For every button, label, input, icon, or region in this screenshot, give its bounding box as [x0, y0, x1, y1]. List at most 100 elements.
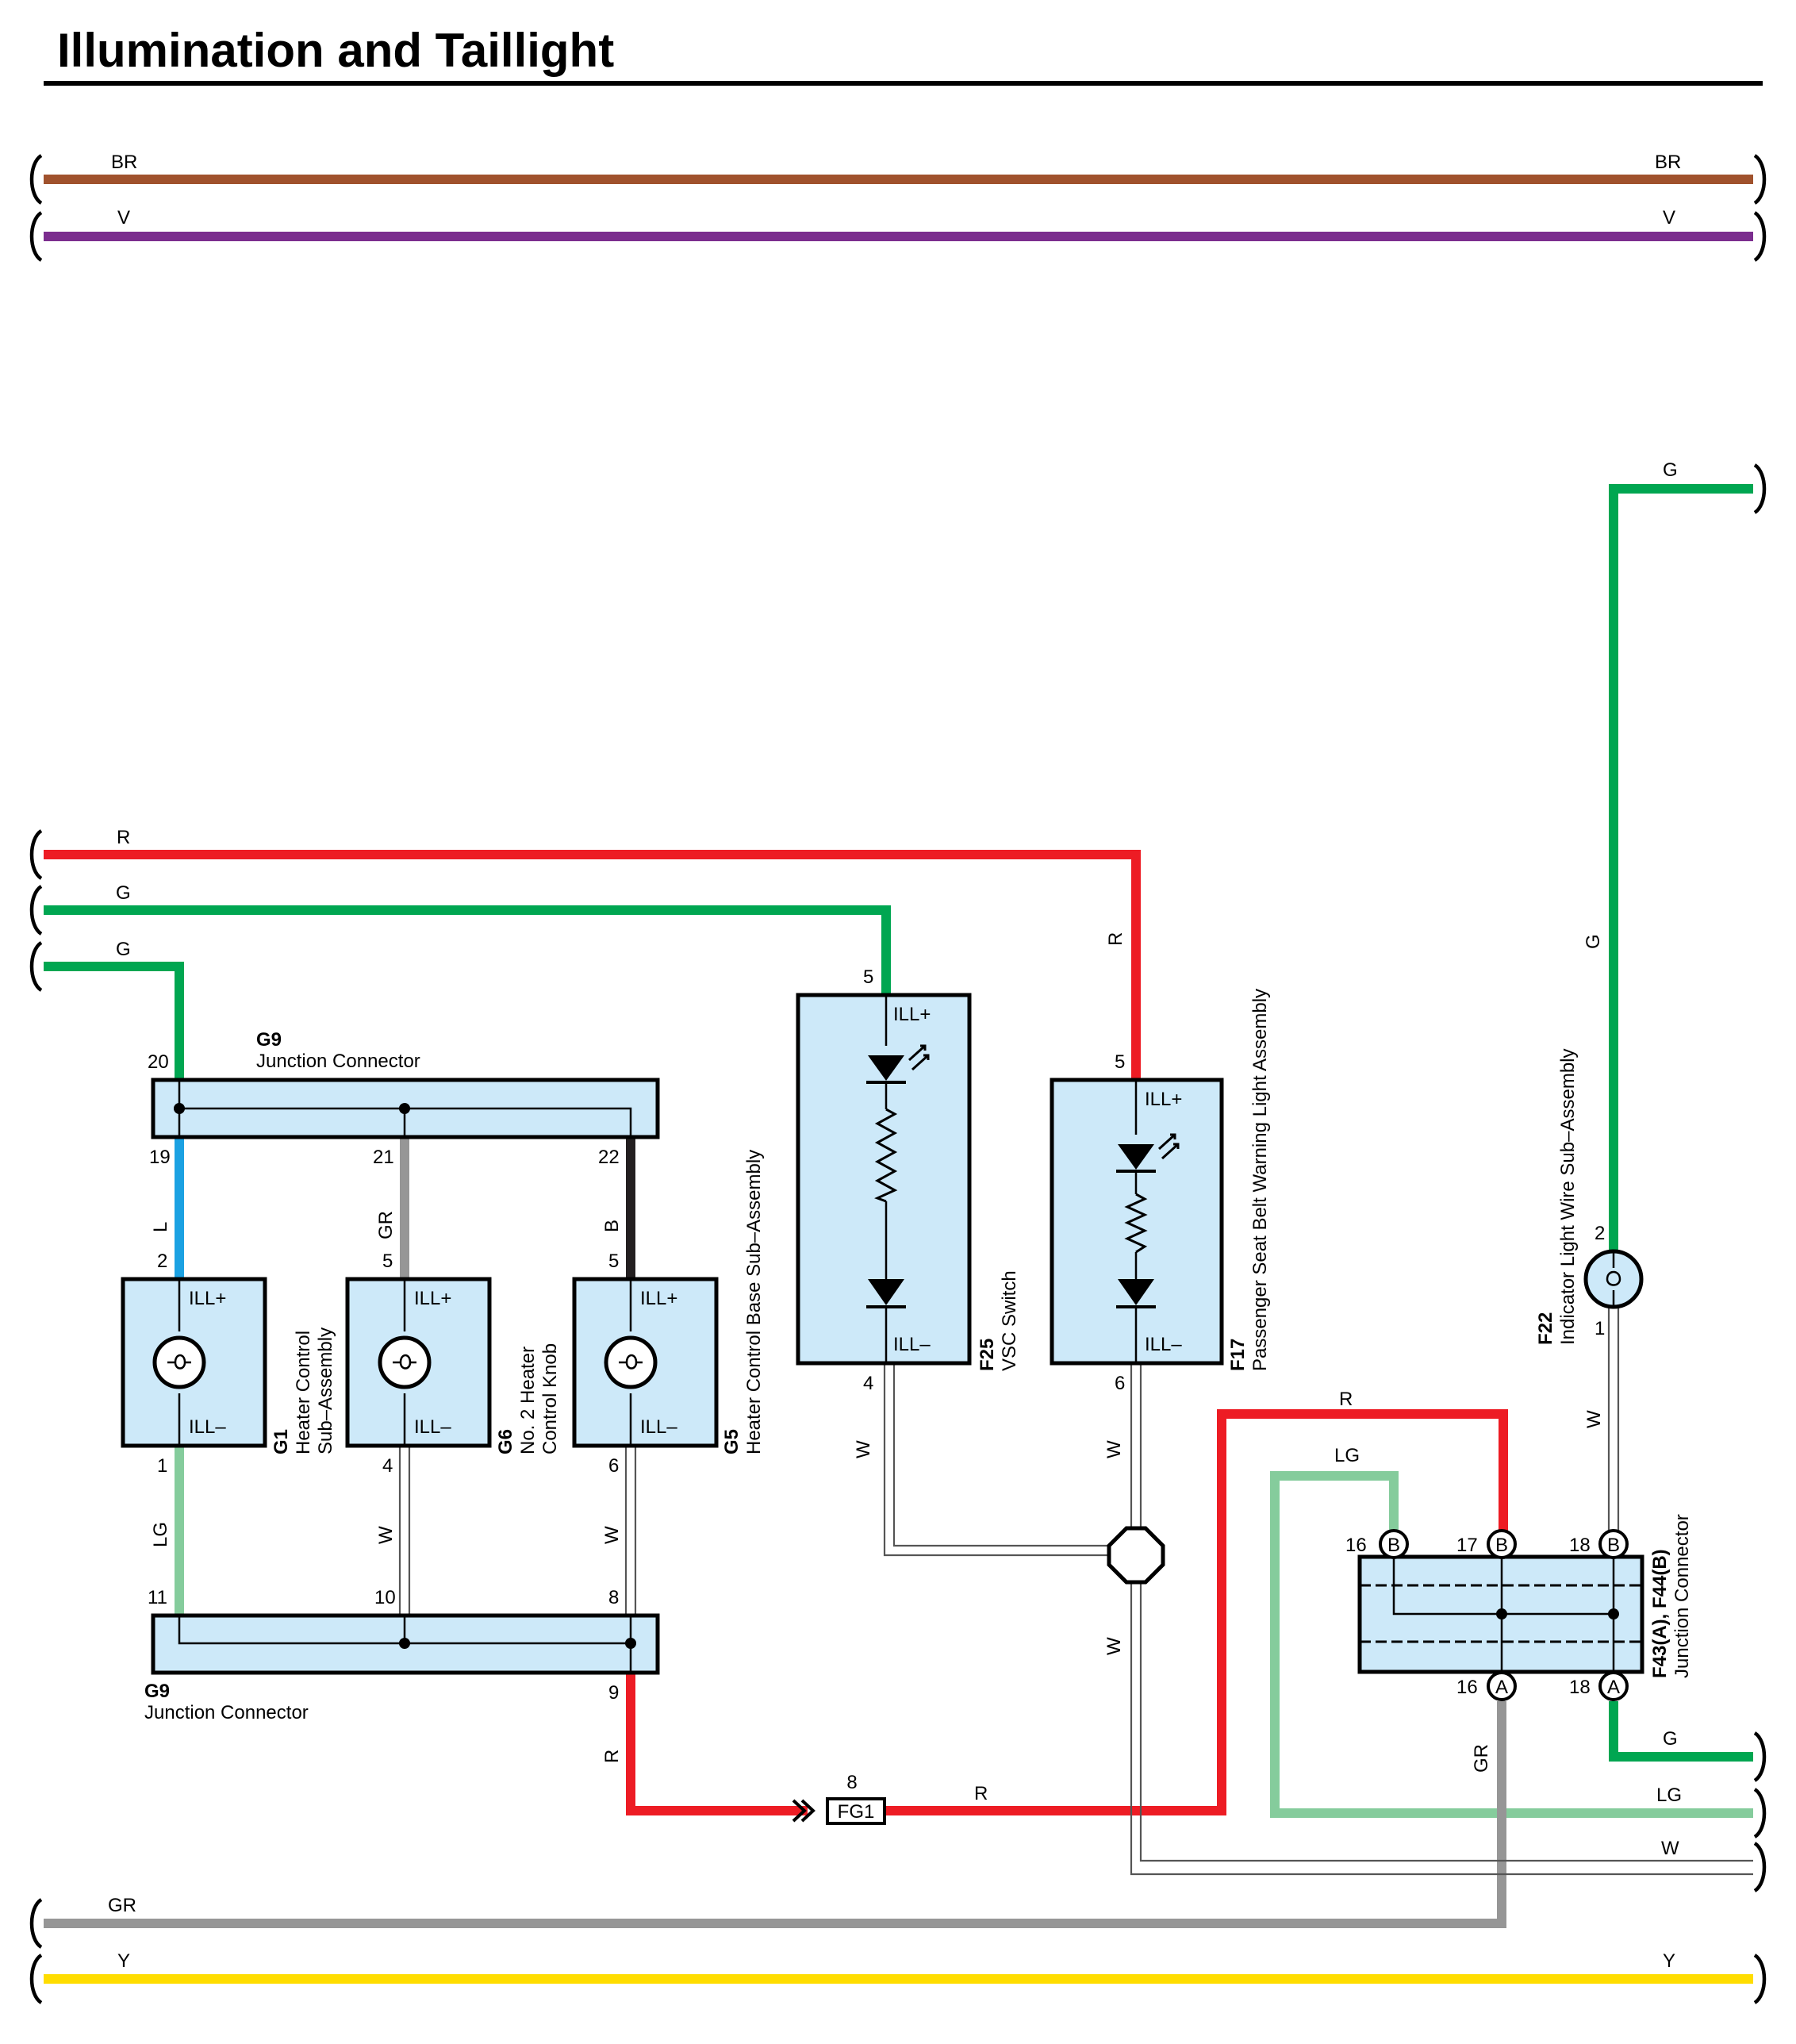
g9-bottom-pin-8: 8: [608, 1587, 619, 1608]
jc-tag-a1: A: [1495, 1677, 1508, 1698]
g9-top-pin-21: 21: [373, 1147, 394, 1168]
gr-jc-label: GR: [1471, 1744, 1492, 1773]
f25-name: VSC Switch: [999, 1270, 1020, 1371]
f22-component: 2 1 F22 Indicator Light Wire Sub–Assembl…: [1535, 1049, 1644, 1345]
r-g9-out-label: R: [601, 1750, 623, 1763]
gr-wire-bottom: [44, 1701, 1506, 1928]
jc-tag-b2: B: [1495, 1535, 1508, 1556]
g-top2-label: G: [116, 939, 131, 960]
f17-pin-bottom: 6: [1115, 1373, 1125, 1394]
w-wire-f17: [1130, 1363, 1142, 1531]
g1-code: G1: [271, 1429, 292, 1454]
w-right-out-label: W: [1661, 1838, 1679, 1859]
g1-ill-plus: ILL+: [189, 1288, 226, 1309]
resistor-icon: [874, 1108, 898, 1203]
led-icon: [868, 1055, 904, 1081]
f25-pin-bottom: 4: [863, 1373, 873, 1394]
g9-top-pin-20: 20: [148, 1051, 169, 1073]
g5-name: Heater Control Base Sub–Assembly: [743, 1150, 765, 1454]
w-f22-label: W: [1583, 1410, 1605, 1428]
g5-code: G5: [721, 1429, 743, 1454]
w-wire-f22: [1607, 1308, 1620, 1537]
g6-pin-bottom: 4: [382, 1455, 393, 1477]
jc-bottom-pin-18: 18: [1569, 1677, 1591, 1698]
g-wire-g9: [44, 962, 184, 1080]
diode-icon: [1118, 1279, 1154, 1305]
w-wire-g5: [624, 1446, 637, 1616]
lg-wire-jc: [1270, 1471, 1753, 1818]
bulb-icon: [378, 1335, 432, 1389]
jc-tag-b3: B: [1607, 1535, 1620, 1556]
br-right-label: BR: [1655, 152, 1681, 173]
g-wire-f22: [1609, 484, 1753, 1258]
g-right-out-label: G: [1663, 1728, 1678, 1750]
jc-top-pin-17: 17: [1456, 1535, 1478, 1556]
page-title: Illumination and Taillight: [57, 24, 614, 77]
jc-code: F43(A), F44(B): [1649, 1549, 1671, 1678]
f25-ill-minus: ILL–: [893, 1334, 931, 1355]
fg1-connector: FG1 8: [792, 1772, 886, 1825]
w-wire-g6: [398, 1446, 411, 1616]
gr-bottom-label: GR: [108, 1895, 136, 1916]
wire-break-marks: [29, 154, 1767, 2004]
g6-name-l1: No. 2 Heater: [517, 1347, 539, 1454]
g9-top-pin-22: 22: [598, 1147, 620, 1168]
w-g6-label: W: [375, 1526, 397, 1544]
w-g5-label: W: [601, 1526, 623, 1544]
f17-component: ILL+ ILL– 5 6 F17 Passenger Seat Belt Wa…: [1050, 989, 1271, 1394]
f17-pin-top: 5: [1115, 1051, 1125, 1073]
f17-code: F17: [1227, 1339, 1249, 1371]
g9-bottom-connector: G9 Junction Connector 11 10 8 9: [144, 1587, 660, 1723]
lg-right-out-label: LG: [1656, 1785, 1682, 1806]
jc-tag-a2: A: [1607, 1677, 1620, 1698]
diode-icon: [868, 1279, 904, 1305]
g6-code: G6: [495, 1429, 516, 1454]
g9-top-pin-19: 19: [149, 1147, 171, 1168]
g6-ill-plus: ILL+: [414, 1288, 451, 1309]
g1-component: ILL+ ILL– 2 1 G1 Heater Control Sub–Asse…: [121, 1251, 336, 1477]
f25-code: F25: [977, 1339, 998, 1371]
r-f17-label: R: [1105, 932, 1126, 946]
f17-ill-plus: ILL+: [1145, 1089, 1182, 1110]
lg-jc-label: LG: [1334, 1445, 1360, 1466]
g9-bottom-pin-9: 9: [608, 1682, 619, 1704]
g9-top-name: Junction Connector: [256, 1051, 420, 1072]
g-top1-label: G: [116, 882, 131, 904]
w-wire-splice: [1130, 1582, 1753, 1876]
g-right-vert-label: G: [1583, 934, 1604, 949]
w-f17-label: W: [1103, 1440, 1125, 1458]
f25-ill-plus: ILL+: [893, 1004, 931, 1025]
g1-pin-bottom: 1: [157, 1455, 167, 1477]
w-splice-label: W: [1103, 1637, 1125, 1655]
f17-name: Passenger Seat Belt Warning Light Assemb…: [1249, 989, 1271, 1371]
w-wire-f25: [883, 1363, 1108, 1557]
f25-component: ILL+ ILL– 5 4 F25 VSC Switch: [796, 966, 1020, 1394]
g1-name-l2: Sub–Assembly: [315, 1327, 336, 1454]
g5-pin-top: 5: [608, 1251, 619, 1272]
jc-f43-f44: B B B A A 16 17 18 16 18 F43(A), F44(B) …: [1345, 1514, 1693, 1701]
g9-bottom-code: G9: [144, 1681, 170, 1702]
gr-label: GR: [375, 1211, 397, 1239]
lg-g1-label: LG: [150, 1522, 171, 1547]
y-left-label: Y: [117, 1950, 130, 1972]
g6-component: ILL+ ILL– 5 4 G6 No. 2 Heater Control Kn…: [345, 1251, 561, 1477]
y-right-label: Y: [1663, 1950, 1675, 1972]
g1-ill-minus: ILL–: [189, 1416, 226, 1438]
jc-bottom-pin-16: 16: [1456, 1677, 1478, 1698]
r-fg1-label: R: [974, 1783, 988, 1804]
g6-pin-top: 5: [382, 1251, 393, 1272]
bulb-icon: [152, 1335, 206, 1389]
f22-pin-top: 2: [1595, 1223, 1605, 1244]
l-label: L: [150, 1222, 171, 1232]
g6-ill-minus: ILL–: [414, 1416, 451, 1438]
v-left-label: V: [117, 207, 130, 229]
led-icon: [1118, 1144, 1154, 1170]
g-wire-right-out: [1609, 1701, 1753, 1762]
jc-tag-b1: B: [1387, 1535, 1400, 1556]
g9-bottom-name: Junction Connector: [144, 1702, 309, 1723]
br-left-label: BR: [111, 152, 137, 173]
r-jc-label: R: [1339, 1389, 1353, 1410]
g1-pin-top: 2: [157, 1251, 167, 1272]
r-top-label: R: [117, 827, 130, 848]
